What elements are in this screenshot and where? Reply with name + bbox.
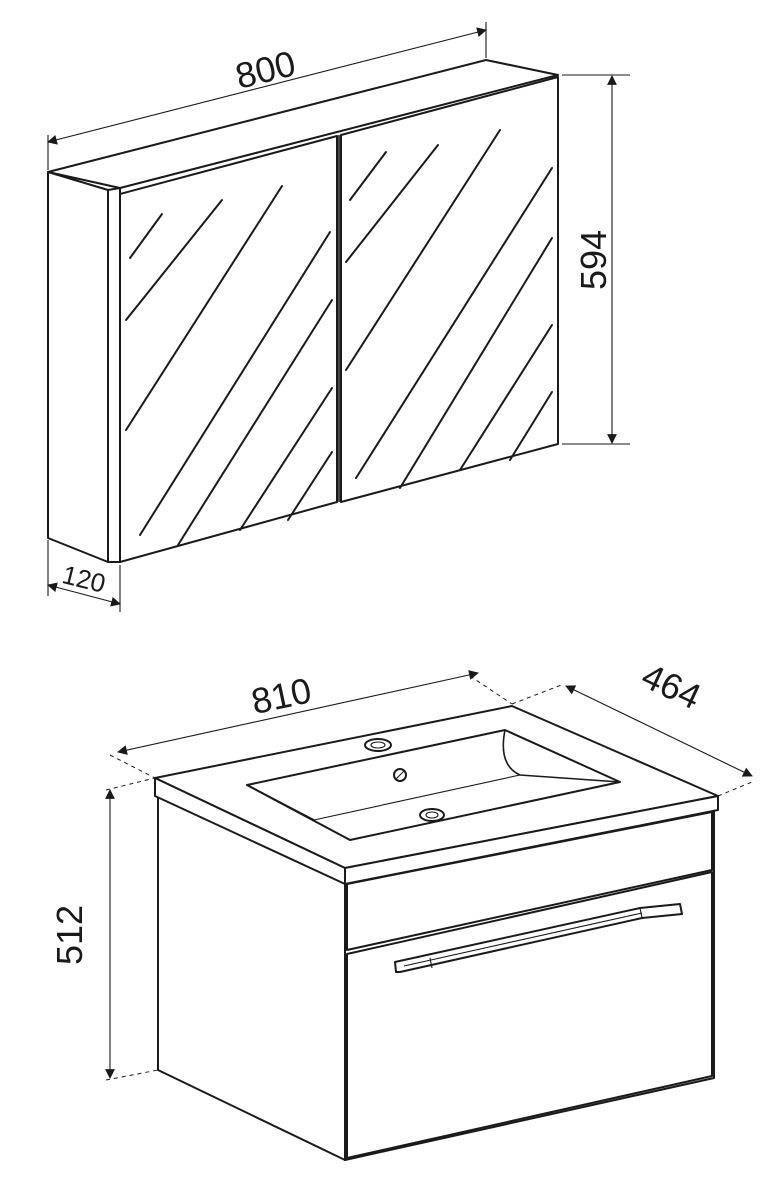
cabinet-side-face	[47, 171, 109, 563]
drawer-top-panel	[346, 811, 713, 951]
drain-hole	[419, 808, 445, 822]
dimension-512: 512	[49, 777, 159, 1081]
tap-hole	[364, 738, 392, 752]
vanity-height-label: 512	[49, 905, 90, 965]
mirror-door-right	[340, 76, 559, 503]
mirror-height-label: 594	[573, 230, 614, 290]
drawer-front	[346, 871, 713, 1159]
mirror-depth-label: 120	[59, 559, 108, 599]
mirror-width-label: 800	[231, 42, 299, 96]
vanity-depth-label: 464	[636, 655, 708, 718]
vanity-unit: 810 464 512	[49, 655, 753, 1161]
mirror-reflection-lines-left	[125, 185, 333, 546]
drawer-handle	[394, 903, 683, 973]
mirror-door-left	[119, 135, 338, 563]
washbasin-right-edge	[344, 795, 719, 885]
dimension-594: 594	[562, 74, 630, 445]
vanity-width-label: 810	[248, 669, 315, 722]
mirror-cabinet: 800 594 120	[47, 22, 630, 612]
cabinet-front-edge	[107, 187, 121, 563]
mirror-reflection-lines-right	[345, 129, 553, 489]
